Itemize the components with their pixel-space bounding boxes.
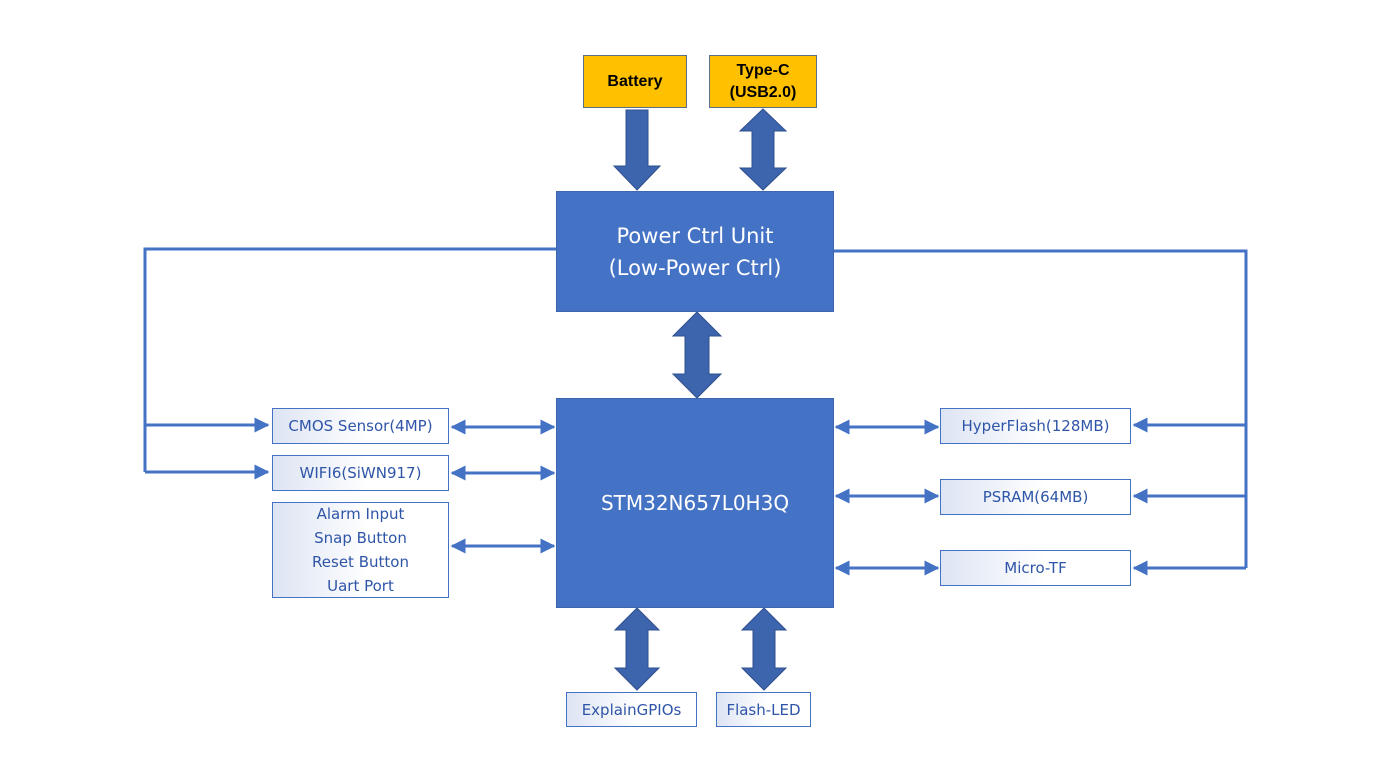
gpio-box: ExplainGPIOs [566, 692, 697, 727]
psram-box: PSRAM(64MB) [940, 479, 1131, 515]
power-bus-left [143, 247, 556, 480]
power-ctrl-unit-subtitle: (Low-Power Ctrl) [608, 255, 782, 280]
battery-box: Battery [583, 55, 687, 108]
power-bus-right [834, 249, 1248, 576]
cmos-sensor-label: CMOS Sensor(4MP) [288, 417, 433, 435]
wifi-box: WIFI6(SiWN917) [272, 455, 449, 491]
microtf-box: Micro-TF [940, 550, 1131, 586]
power-ctrl-unit-block: Power Ctrl Unit (Low-Power Ctrl) [556, 191, 834, 312]
arrow-battery-to-power [612, 109, 662, 191]
io-group-box: Alarm Input Snap Button Reset Button Uar… [272, 502, 449, 598]
arrow-mcu-led [740, 607, 788, 691]
arrow-power-mcu [671, 311, 723, 399]
power-ctrl-unit-title: Power Ctrl Unit [616, 223, 774, 248]
alarm-input-label: Alarm Input [316, 505, 405, 523]
wifi-label: WIFI6(SiWN917) [299, 464, 422, 482]
typec-box: Type-C (USB2.0) [709, 55, 817, 108]
microtf-label: Micro-TF [1004, 559, 1067, 577]
arrow-mcu-gpio [613, 607, 661, 691]
typec-sublabel: (USB2.0) [729, 83, 797, 101]
mcu-label: STM32N657L0H3Q [600, 491, 790, 515]
typec-label: Type-C [736, 61, 790, 79]
snap-button-label: Snap Button [314, 529, 407, 547]
reset-button-label: Reset Button [312, 553, 409, 571]
gpio-label: ExplainGPIOs [581, 700, 682, 719]
mcu-block: STM32N657L0H3Q [556, 398, 834, 608]
hyperflash-box: HyperFlash(128MB) [940, 408, 1131, 444]
battery-label: Battery [607, 72, 663, 90]
arrow-typec-power [738, 108, 788, 191]
flash-led-box: Flash-LED [716, 692, 811, 727]
uart-port-label: Uart Port [327, 577, 394, 595]
cmos-sensor-box: CMOS Sensor(4MP) [272, 408, 449, 444]
flash-led-label: Flash-LED [726, 700, 801, 719]
hyperflash-label: HyperFlash(128MB) [961, 417, 1110, 435]
psram-label: PSRAM(64MB) [982, 488, 1089, 506]
